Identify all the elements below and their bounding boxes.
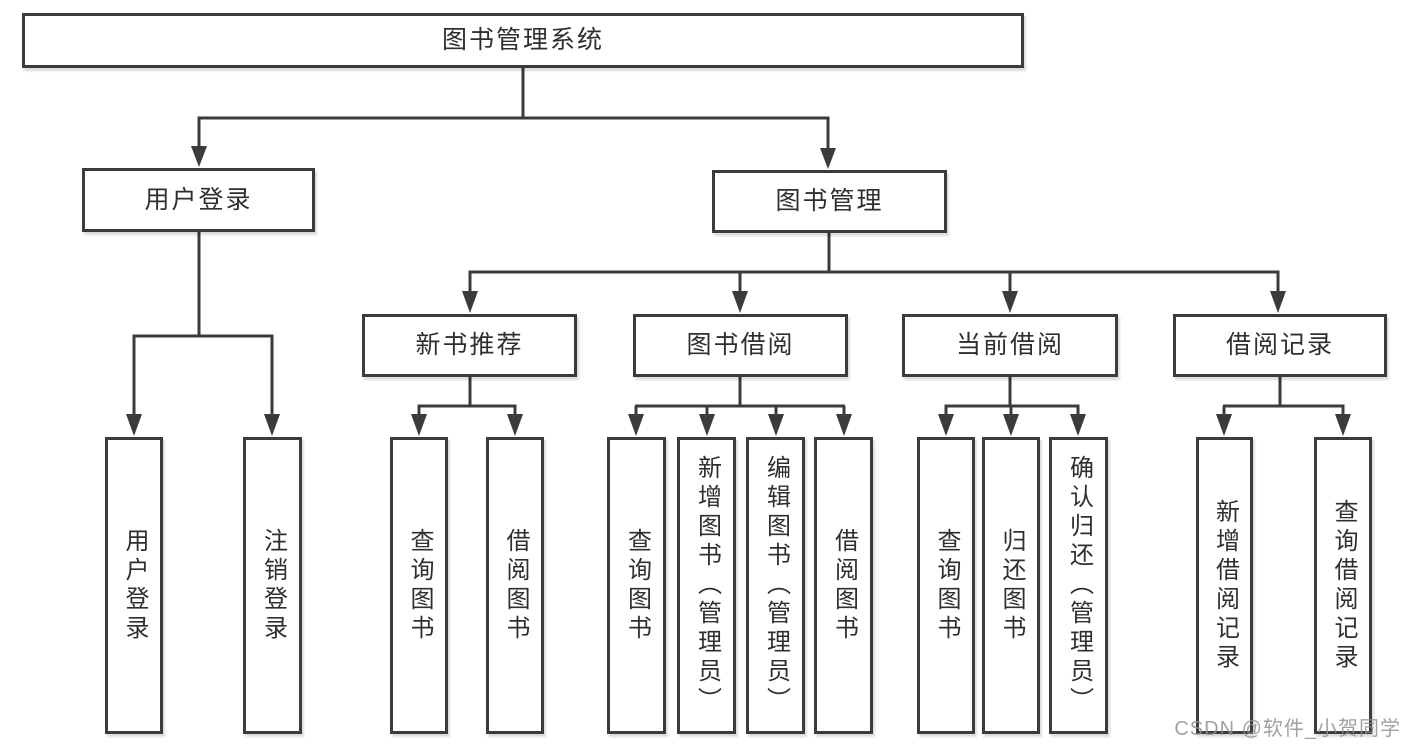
node-label: 查询图书 [406,527,433,644]
node-book-borrow: 图书借阅 [633,314,848,377]
node-user-login: 用户登录 [82,168,315,232]
leaf-add-borrow-record: 新增借阅记录 [1196,437,1253,734]
arrowheads [126,146,1351,436]
node-label: 查询借阅记录 [1330,498,1357,673]
node-borrow-records: 借阅记录 [1173,314,1387,377]
leaf-query-borrow-record: 查询借阅记录 [1314,437,1372,734]
node-label: 注销登录 [259,527,287,644]
node-library-management-system: 图书管理系统 [22,13,1024,68]
node-label: 图书管理系统 [441,26,604,54]
node-label: 新增借阅记录 [1211,498,1239,673]
node-label: 确认归还（管理员） [1065,455,1093,716]
node-label: 图书借阅 [686,331,795,359]
csdn-watermark: CSDN @软件_小贺同学 [1174,718,1401,740]
node-label: 新书推荐 [415,331,524,359]
leaf-borrow-books: 借阅图书 [814,437,873,734]
node-label: 借阅图书 [830,527,858,644]
node-label: 编辑图书（管理员） [762,455,790,716]
node-label: 用户登录 [121,527,148,644]
node-label: 查询图书 [933,527,960,644]
leaf-add-book-admin: 新增图书（管理员） [677,437,736,734]
leaf-user-login: 用户登录 [105,437,163,734]
leaf-edit-book-admin: 编辑图书（管理员） [746,437,805,734]
leaf-logout: 注销登录 [243,437,302,734]
node-label: 图书管理 [775,187,884,215]
node-label: 新增图书（管理员） [693,455,721,716]
node-label: 归还图书 [998,527,1025,644]
node-label: 借阅记录 [1225,331,1334,359]
node-book-management: 图书管理 [712,170,947,233]
node-label: 查询图书 [623,527,651,644]
node-new-book-recommend: 新书推荐 [362,314,577,377]
node-label: 借阅图书 [502,527,529,644]
leaf-confirm-return-admin: 确认归还（管理员） [1049,437,1108,734]
leaf-borrow-books-recommend: 借阅图书 [486,437,544,734]
node-label: 用户登录 [144,185,253,214]
leaf-query-books-borrow: 查询图书 [607,437,666,734]
leaf-return-books: 归还图书 [982,437,1040,734]
leaf-query-books-recommend: 查询图书 [390,437,448,734]
leaf-query-books-current: 查询图书 [917,437,975,734]
node-current-borrow: 当前借阅 [902,314,1118,377]
node-label: 当前借阅 [955,331,1064,359]
